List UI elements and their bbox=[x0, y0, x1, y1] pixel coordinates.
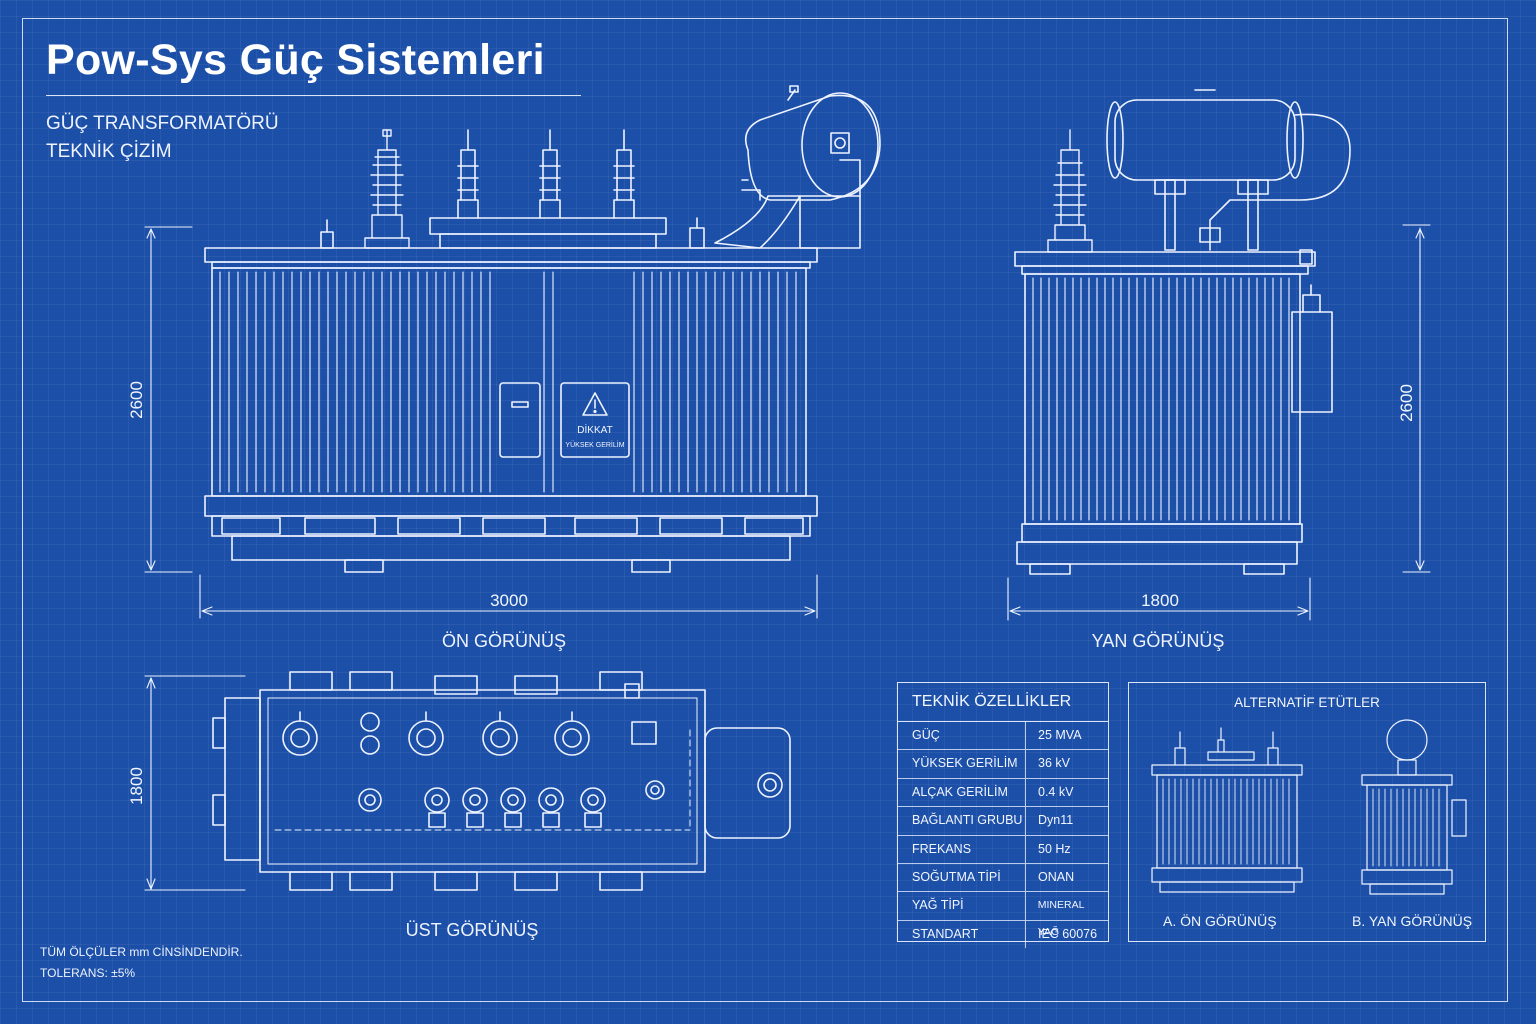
hv-bushing-core bbox=[416, 728, 436, 748]
spec-row: FREKANS 50 Hz bbox=[898, 835, 1108, 864]
front-dimension-lines bbox=[144, 226, 818, 619]
lv-bushing-core bbox=[507, 794, 519, 806]
note-tolerance: TOLERANS: ±5% bbox=[40, 966, 136, 980]
spec-value: ONAN bbox=[1038, 869, 1075, 884]
top-view-label: ÜST GÖRÜNÜŞ bbox=[405, 920, 539, 940]
subtitle-line-1: GÜÇ TRANSFORMATÖRÜ bbox=[46, 113, 279, 134]
cover-tab bbox=[434, 871, 478, 891]
bushing-base bbox=[539, 199, 561, 219]
spec-table-title: TEKNİK ÖZELLİKLER bbox=[898, 683, 1108, 722]
side-view-drawing bbox=[1014, 89, 1351, 575]
top-depth-dim: 1800 bbox=[127, 767, 146, 805]
spec-row: SOĞUTMA TİPİ ONAN bbox=[898, 863, 1108, 893]
spec-row: ALÇAK GERİLİM 0.4 kV bbox=[898, 778, 1108, 808]
lv-bushing-top bbox=[462, 787, 488, 813]
alt-side-sketch bbox=[1361, 719, 1467, 895]
spec-value: MINERAL YAĞ bbox=[1037, 899, 1085, 939]
lv-bushing-base bbox=[584, 812, 602, 828]
hv-bushing-top bbox=[554, 720, 590, 756]
cover-tab bbox=[289, 671, 333, 691]
front-width-dim: 3000 bbox=[490, 591, 528, 610]
lv-bushing-core bbox=[469, 794, 481, 806]
alt-caption-b: B. YAN GÖRÜNÜŞ bbox=[1352, 913, 1473, 929]
cover-tab bbox=[434, 675, 478, 695]
bushing-body bbox=[542, 149, 558, 201]
spec-key: GÜÇ bbox=[898, 722, 1026, 750]
alternatives-title: ALTERNATİF ETÜTLER bbox=[1234, 695, 1380, 710]
page-title: Pow-Sys Güç Sistemleri bbox=[46, 36, 545, 84]
top-dimension-lines bbox=[144, 675, 246, 891]
bushing-base bbox=[613, 199, 635, 219]
lv-bushing-core bbox=[587, 794, 599, 806]
spec-row: BAĞLANTI GRUBU Dyn11 bbox=[898, 807, 1108, 836]
side-view-label: YAN GÖRÜNÜŞ bbox=[1091, 631, 1225, 651]
spec-key: STANDART bbox=[898, 920, 1026, 949]
spec-key: YAĞ TİPİ bbox=[898, 892, 1026, 920]
spec-row: YÜKSEK GERİLİM 36 kV bbox=[898, 750, 1108, 779]
spec-table: TEKNİK ÖZELLİKLER GÜÇ 25 MVA YÜKSEK GERİ… bbox=[897, 682, 1109, 949]
bushing-body bbox=[460, 149, 476, 201]
drawing-frame bbox=[22, 18, 1508, 1002]
bushing-shed bbox=[539, 165, 561, 191]
lv-bushing-top bbox=[580, 787, 606, 813]
bushing-body bbox=[616, 149, 632, 201]
bushing-shed bbox=[457, 165, 479, 191]
front-view-label: ÖN GÖRÜNÜŞ bbox=[441, 631, 566, 651]
side-dimension-lines bbox=[1007, 224, 1431, 621]
hv-bushing-core bbox=[562, 728, 582, 748]
note-units: TÜM ÖLÇÜLER mm CİNSİNDENDİR. bbox=[40, 945, 243, 959]
hv-bushing-core bbox=[490, 728, 510, 748]
lv-bushing-top bbox=[500, 787, 526, 813]
spec-key: ALÇAK GERİLİM bbox=[898, 778, 1026, 807]
cover-tab bbox=[349, 871, 393, 891]
side-width-dim: 1800 bbox=[1141, 591, 1179, 610]
spec-key: FREKANS bbox=[898, 835, 1026, 863]
spec-key: BAĞLANTI GRUBU bbox=[898, 807, 1026, 835]
spec-key: SOĞUTMA TİPİ bbox=[898, 863, 1026, 892]
lv-bushing-top bbox=[424, 787, 450, 813]
cover-tab bbox=[514, 871, 558, 891]
spec-value: 25 MVA bbox=[1038, 728, 1082, 742]
lv-bushing-base bbox=[466, 812, 484, 828]
cover-tab bbox=[349, 671, 393, 691]
cover-tab bbox=[599, 671, 643, 691]
lv-bushing-base bbox=[542, 812, 560, 828]
hv-bushing-top bbox=[408, 720, 444, 756]
front-view-drawing bbox=[204, 85, 881, 573]
spec-value: Dyn11 bbox=[1038, 813, 1074, 828]
subtitle-line-2: TEKNİK ÇİZİM bbox=[46, 141, 172, 162]
warning-text: YÜKSEK GERİLİM bbox=[565, 440, 624, 449]
spec-row: YAĞ TİPİ MINERAL YAĞ bbox=[898, 892, 1108, 939]
bushing-base bbox=[457, 199, 479, 219]
title-underline bbox=[46, 95, 581, 96]
side-height-dim: 2600 bbox=[1397, 384, 1416, 422]
spec-value: IEC 60076 bbox=[1038, 926, 1098, 941]
alt-caption-a: A. ÖN GÖRÜNÜŞ bbox=[1163, 913, 1277, 929]
spec-value: 36 kV bbox=[1038, 756, 1070, 771]
hv-bushing-core bbox=[290, 728, 310, 748]
alternatives-panel: ALTERNATİF ETÜTLER A. ÖN GÖRÜNÜŞ B. YAN … bbox=[1128, 682, 1486, 942]
cover-tab bbox=[289, 871, 333, 891]
spec-row: STANDART IEC 60076 bbox=[898, 920, 1108, 949]
hv-bushing-top bbox=[482, 720, 518, 756]
hv-bushing-top bbox=[282, 720, 318, 756]
warning-title: DİKKAT bbox=[577, 423, 612, 436]
lv-bushing-core bbox=[431, 794, 443, 806]
spec-value: 0.4 kV bbox=[1038, 784, 1074, 799]
spec-key: YÜKSEK GERİLİM bbox=[898, 750, 1026, 778]
cover-tab bbox=[514, 675, 558, 695]
cover-tab bbox=[599, 871, 643, 891]
lv-bushing-base bbox=[428, 812, 446, 828]
alt-front-sketch bbox=[1151, 727, 1303, 893]
spec-value: 50 Hz bbox=[1038, 841, 1071, 856]
top-view-drawing bbox=[212, 671, 791, 891]
spec-row: GÜÇ 25 MVA bbox=[898, 722, 1108, 751]
bushing-shed bbox=[613, 165, 635, 191]
lv-bushing-base bbox=[504, 812, 522, 828]
lv-bushing-top bbox=[538, 787, 564, 813]
lv-bushing-core bbox=[545, 794, 557, 806]
front-height-dim: 2600 bbox=[127, 381, 146, 419]
